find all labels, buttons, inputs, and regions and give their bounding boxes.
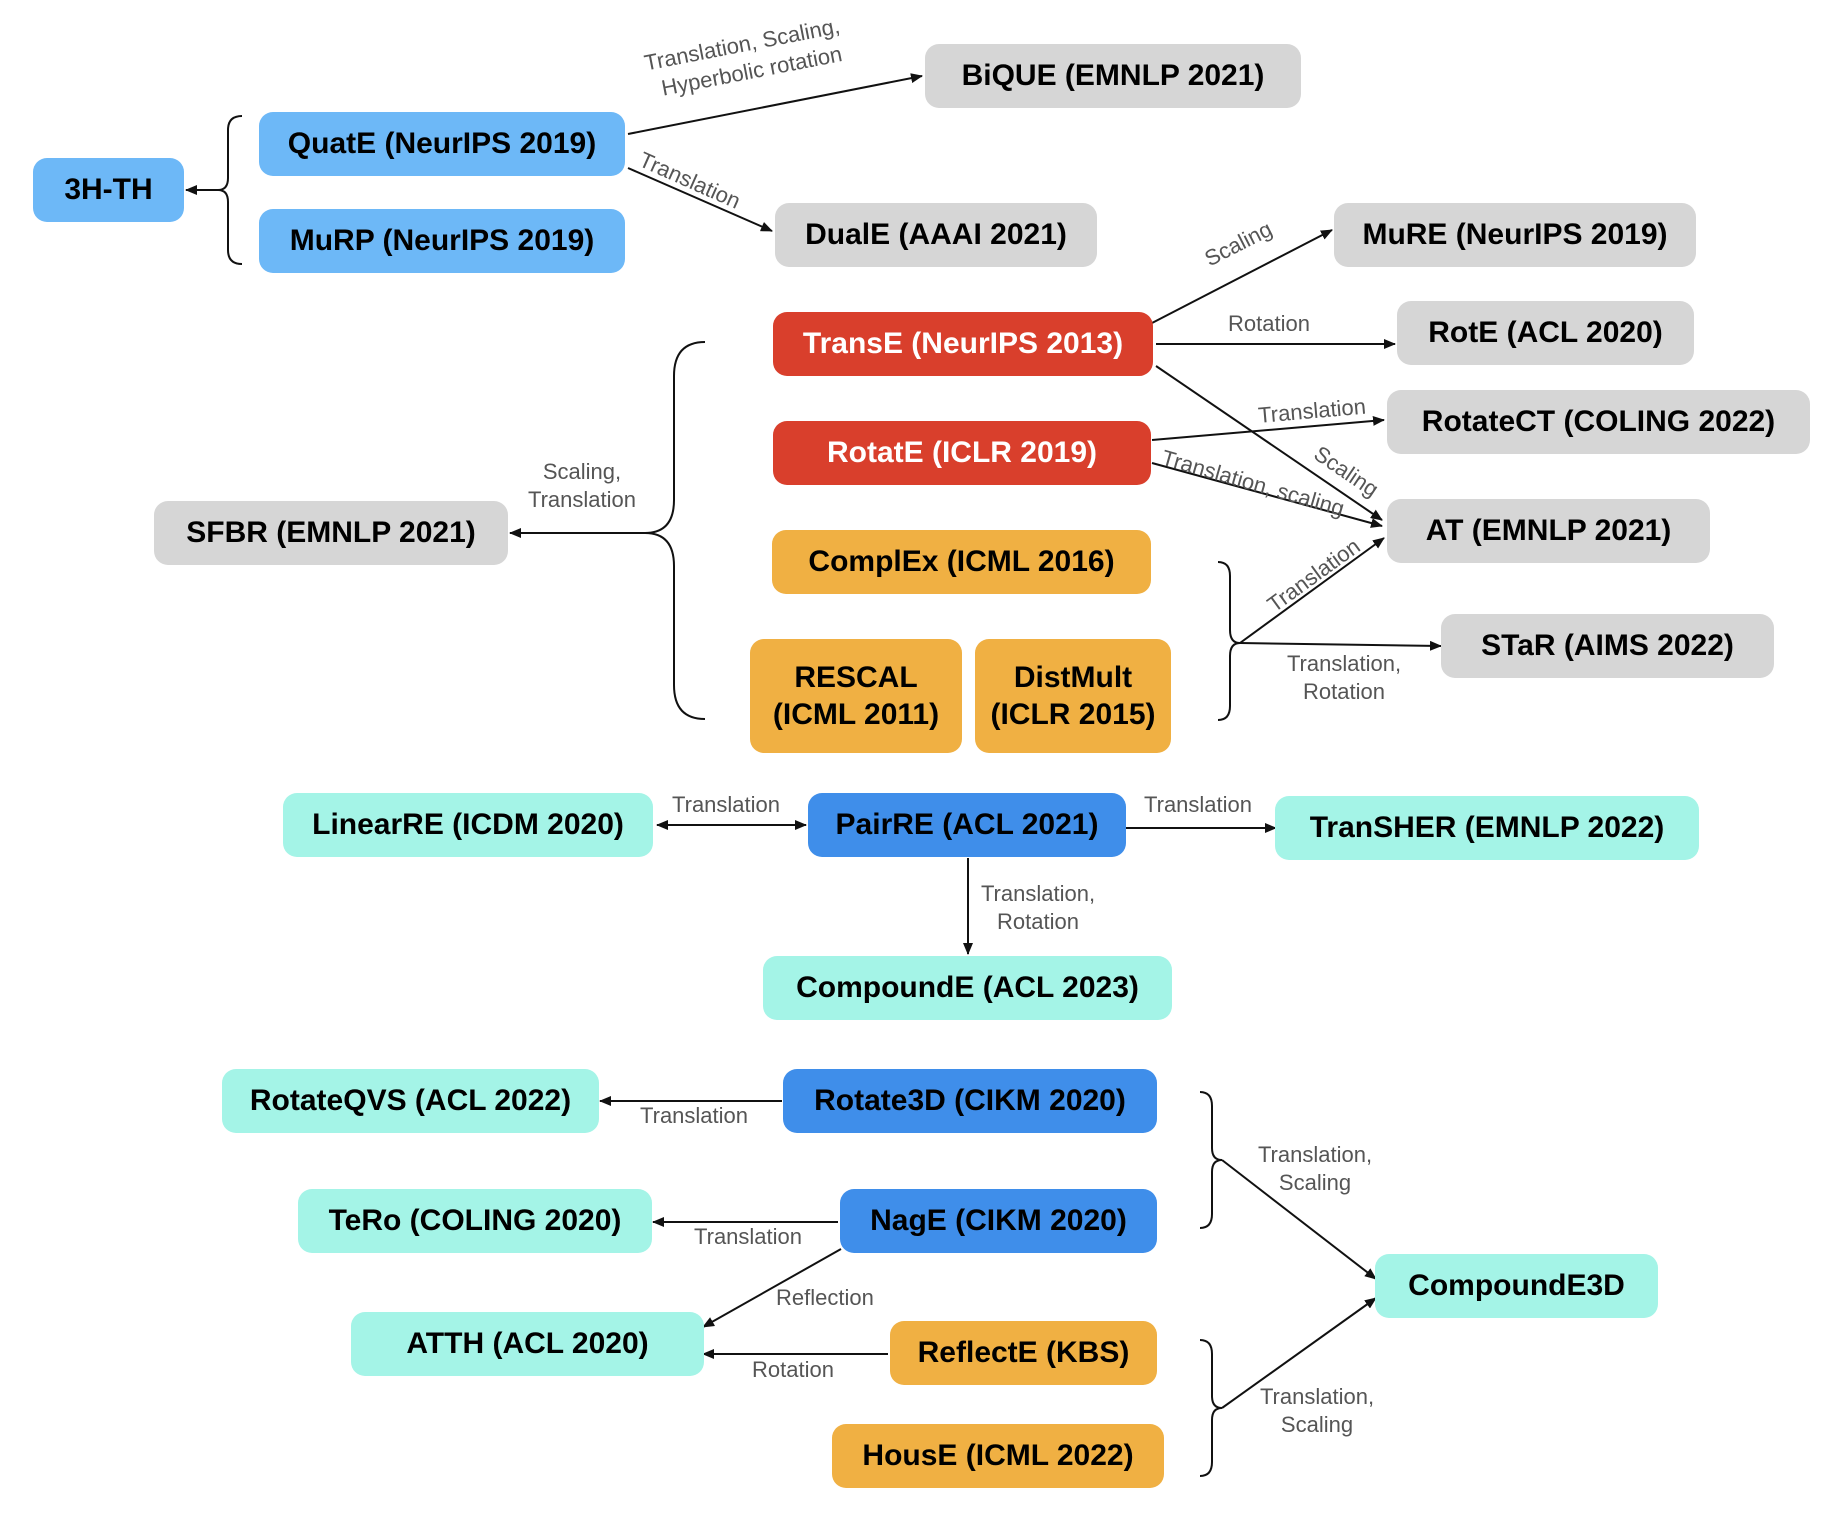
label-ce3d-top-line2: Scaling: [1278, 1169, 1352, 1195]
node-at: AT (EMNLP 2021): [1387, 499, 1710, 563]
node-duale: DualE (AAAI 2021): [775, 203, 1097, 267]
node-3h-th: 3H-TH: [33, 158, 184, 222]
node-house: HousE (ICML 2022): [832, 1424, 1164, 1488]
distmult-name: DistMult: [1013, 660, 1133, 694]
node-complex: ComplEx (ICML 2016): [772, 530, 1151, 594]
edge-transe-mure: [1151, 229, 1333, 324]
node-compounde: CompoundE (ACL 2023): [763, 956, 1172, 1020]
node-transher: TranSHER (EMNLP 2022): [1275, 796, 1699, 860]
label-rotate3d-rotateqvs: Translation: [640, 1103, 749, 1128]
node-linearre: LinearRE (ICDM 2020): [283, 793, 653, 857]
node-compounde3d: CompoundE3D: [1375, 1254, 1658, 1318]
edge-nage-atth: [702, 1248, 842, 1328]
node-atth: ATTH (ACL 2020): [351, 1312, 704, 1376]
label-sfbr-line2: Translation: [527, 486, 636, 512]
label-brace-star: Translation, Rotation: [1276, 650, 1412, 705]
edge-rotate-rotatect: [1151, 415, 1385, 441]
node-rotateqvs: RotateQVS (ACL 2022): [222, 1069, 599, 1133]
edge-brace-ce3d-top: [1221, 1159, 1377, 1280]
node-quate: QuatE (NeurIPS 2019): [259, 112, 625, 176]
label-sfbr-line1: Scaling,: [542, 459, 622, 484]
brace-at-star: [1217, 561, 1241, 721]
label-ce3d-top-line1: Translation,: [1257, 1142, 1373, 1167]
label-transe-rote: Rotation: [1228, 311, 1310, 336]
node-star: STaR (AIMS 2022): [1441, 614, 1774, 678]
rescal-venue: (ICML 2011): [772, 698, 940, 731]
edge-transe-at: [1155, 365, 1383, 521]
edge-quate-bique: [627, 73, 923, 135]
node-nage: NagE (CIKM 2020): [840, 1189, 1157, 1253]
brace-ce3d-bottom: [1199, 1339, 1223, 1477]
label-pairre-compounde-line2: Rotation: [997, 908, 1079, 934]
node-mure: MuRE (NeurIPS 2019): [1334, 203, 1696, 267]
node-rotatect: RotateCT (COLING 2022): [1387, 390, 1810, 454]
node-sfbr: SFBR (EMNLP 2021): [154, 501, 508, 565]
label-linearre-pairre: Translation: [672, 792, 781, 817]
label-reflecte-atth: Rotation: [752, 1357, 834, 1382]
edge-brace-at: [1239, 537, 1385, 644]
edge-brace-star: [1239, 640, 1442, 651]
label-nage-atth: Reflection: [776, 1285, 874, 1310]
label-nage-tero: Translation: [694, 1224, 803, 1249]
brace-sfbr: [644, 341, 706, 720]
label-pairre-transher: Translation: [1144, 792, 1253, 817]
node-rotate: RotatE (ICLR 2019): [773, 421, 1151, 485]
node-distmult: DistMult (ICLR 2015): [975, 639, 1171, 753]
node-rescal: RESCAL (ICML 2011): [750, 639, 962, 753]
edge-rotate-at: [1151, 462, 1383, 528]
edge-brace-ce3d-bottom: [1221, 1297, 1377, 1409]
label-pairre-compounde: Translation, Rotation: [975, 880, 1101, 935]
label-sfbr: Scaling, Translation: [520, 458, 644, 513]
label-ce3d-bottom: Translation, Scaling: [1254, 1383, 1380, 1438]
node-reflecte: ReflectE (KBS): [890, 1321, 1157, 1385]
node-transe: TransE (NeurIPS 2013): [773, 312, 1153, 376]
node-bique: BiQUE (EMNLP 2021): [925, 44, 1301, 108]
node-pairre: PairRE (ACL 2021): [808, 793, 1126, 857]
edge-quate-duale: [627, 167, 773, 232]
node-rote: RotE (ACL 2020): [1397, 301, 1694, 365]
node-murp: MuRP (NeurIPS 2019): [259, 209, 625, 273]
node-tero: TeRo (COLING 2020): [298, 1189, 652, 1253]
brace-ce3d-top: [1199, 1091, 1223, 1229]
label-ce3d-top: Translation, Scaling: [1252, 1141, 1378, 1196]
label-ce3d-bottom-line2: Scaling: [1280, 1411, 1354, 1437]
label-ce3d-bottom-line1: Translation,: [1259, 1384, 1375, 1409]
label-brace-star-line2: Rotation: [1303, 678, 1385, 704]
node-rotate3d: Rotate3D (CIKM 2020): [783, 1069, 1157, 1133]
label-pairre-compounde-line1: Translation,: [980, 881, 1096, 906]
rescal-name: RESCAL: [794, 660, 918, 694]
brace-3hth: [217, 115, 243, 265]
distmult-venue: (ICLR 2015): [990, 698, 1156, 731]
label-brace-star-line1: Translation,: [1286, 651, 1402, 676]
